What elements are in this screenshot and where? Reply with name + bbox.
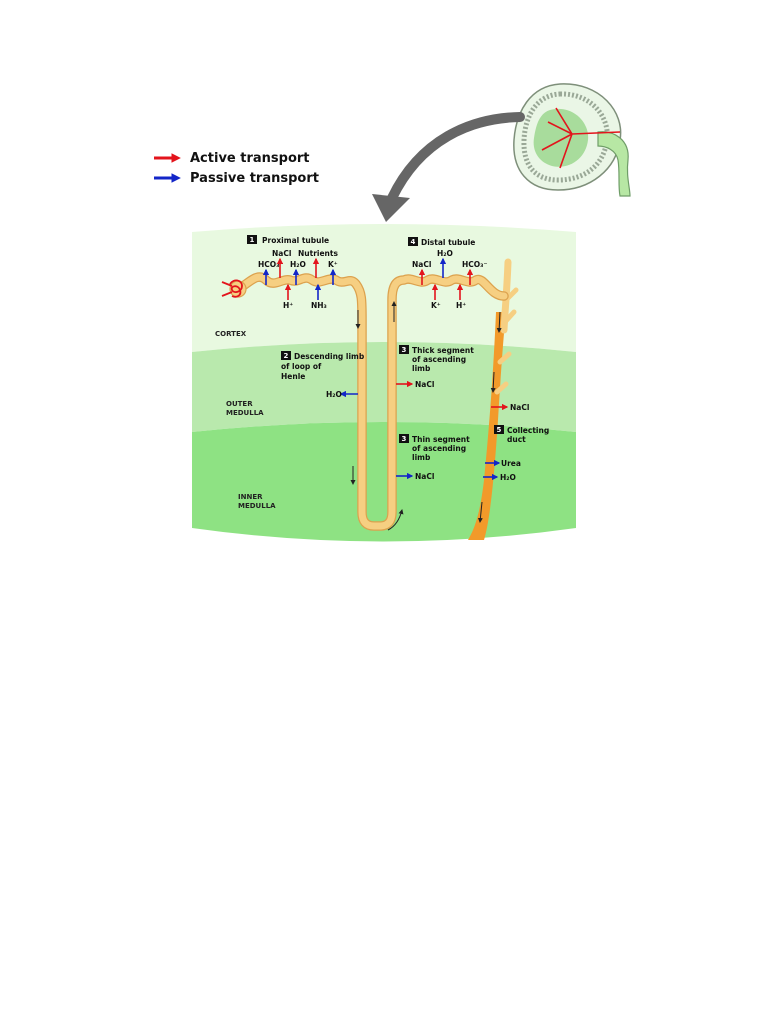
label-thin-2: of ascending (412, 444, 466, 453)
badge-descending-number: 2 (284, 352, 289, 360)
label-thick-2: of ascending (412, 355, 466, 364)
label-descending-2: of loop of (281, 362, 322, 371)
collecting-duct-branches (494, 287, 519, 395)
flow-arrow-duct-middle (490, 371, 496, 393)
dist-hco3-label: HCO₃⁻ (462, 260, 487, 269)
zone-cortex (192, 224, 576, 352)
zone-label-inner-2: MEDULLA (238, 502, 276, 510)
legend-passive-label: Passive transport (190, 171, 319, 186)
prox-h2o-label: H₂O (290, 260, 306, 269)
renal-artery (541, 107, 621, 169)
badge-collecting (494, 425, 504, 434)
proximal-transport: HCO₃⁻ NaCl H₂O Nutrients K⁺ H⁺ NH₃ (258, 249, 338, 310)
loop-transport: H₂O NaCl NaCl (326, 380, 434, 481)
badge-proximal-number: 1 (250, 236, 255, 244)
glomerulus (221, 279, 243, 298)
dist-h-label: H⁺ (456, 301, 466, 310)
duct-nacl-label: NaCl (510, 403, 529, 412)
label-descending-3: Henle (281, 372, 305, 381)
zone-label-outer-2: MEDULLA (226, 409, 264, 417)
tubule-fill (236, 273, 508, 530)
label-collecting-1: Collecting (507, 426, 549, 435)
zone-label-outer-1: OUTER (226, 400, 253, 408)
dist-h2o-label: H₂O (437, 249, 453, 258)
badge-descending (281, 351, 291, 360)
label-thin-3: limb (412, 453, 431, 462)
inset-pointer-arrow (387, 112, 525, 203)
prox-nutrients-label: Nutrients (298, 249, 338, 258)
flow-arrow-duct-lower (477, 501, 483, 523)
badge-proximal (247, 235, 257, 244)
label-distal-tubule: Distal tubule (421, 238, 475, 247)
badge-distal-number: 4 (411, 238, 416, 246)
distal-transport: NaCl H₂O HCO₃⁻ K⁺ H⁺ (412, 249, 487, 310)
kidney-medulla (533, 108, 589, 167)
label-thick-3: limb (412, 364, 431, 373)
tissue-zones: CORTEX OUTER MEDULLA INNER MEDULLA (192, 224, 576, 542)
legend: Active transport Passive transport (154, 151, 319, 186)
prox-h-label: H⁺ (283, 301, 293, 310)
label-thick-1: Thick segment (412, 346, 474, 355)
badge-thick (399, 345, 409, 354)
duct-urea-label: Urea (501, 459, 521, 468)
flow-arrow-duct-upper (496, 311, 502, 333)
nephron-tubule (221, 272, 509, 531)
flow-arrows (350, 301, 502, 531)
badge-thin-number: 3 (402, 435, 407, 443)
label-proximal-tubule: Proximal tubule (262, 236, 329, 245)
segment-labels: 1 Proximal tubule 4 Distal tubule 2 Desc… (247, 235, 549, 462)
badge-thin (399, 434, 409, 443)
thin-nacl-label: NaCl (415, 472, 434, 481)
ureter (597, 131, 631, 197)
collecting-duct-body (468, 312, 506, 540)
label-collecting-2: duct (507, 435, 526, 444)
prox-nacl-label: NaCl (272, 249, 291, 258)
prox-k-label: K⁺ (328, 260, 338, 269)
zone-label-inner-1: INNER (238, 493, 263, 501)
duct-transport: NaCl Urea H₂O (483, 403, 529, 482)
dist-k-label: K⁺ (431, 301, 441, 310)
kidney-cortex-texture (521, 91, 610, 183)
duct-h2o-label: H₂O (500, 473, 516, 482)
kidney-inset (513, 83, 631, 197)
prox-hco3-label: HCO₃⁻ (258, 260, 283, 269)
zone-outer-medulla (192, 342, 576, 432)
zone-label-cortex: CORTEX (215, 330, 247, 338)
legend-active-label: Active transport (190, 151, 310, 166)
inset-pointer-arrowhead (372, 194, 410, 222)
desc-h2o-label: H₂O (326, 390, 342, 399)
badge-collecting-number: 5 (497, 426, 502, 434)
badge-distal (408, 237, 418, 246)
thick-nacl-label: NaCl (415, 380, 434, 389)
label-descending-1: Descending limb (294, 352, 365, 361)
prox-nh3-label: NH₃ (311, 301, 327, 310)
label-thin-1: Thin segment (412, 435, 470, 444)
badge-thick-number: 3 (402, 346, 407, 354)
flow-arrow-loop-bend (387, 509, 404, 531)
dist-nacl-label: NaCl (412, 260, 431, 269)
